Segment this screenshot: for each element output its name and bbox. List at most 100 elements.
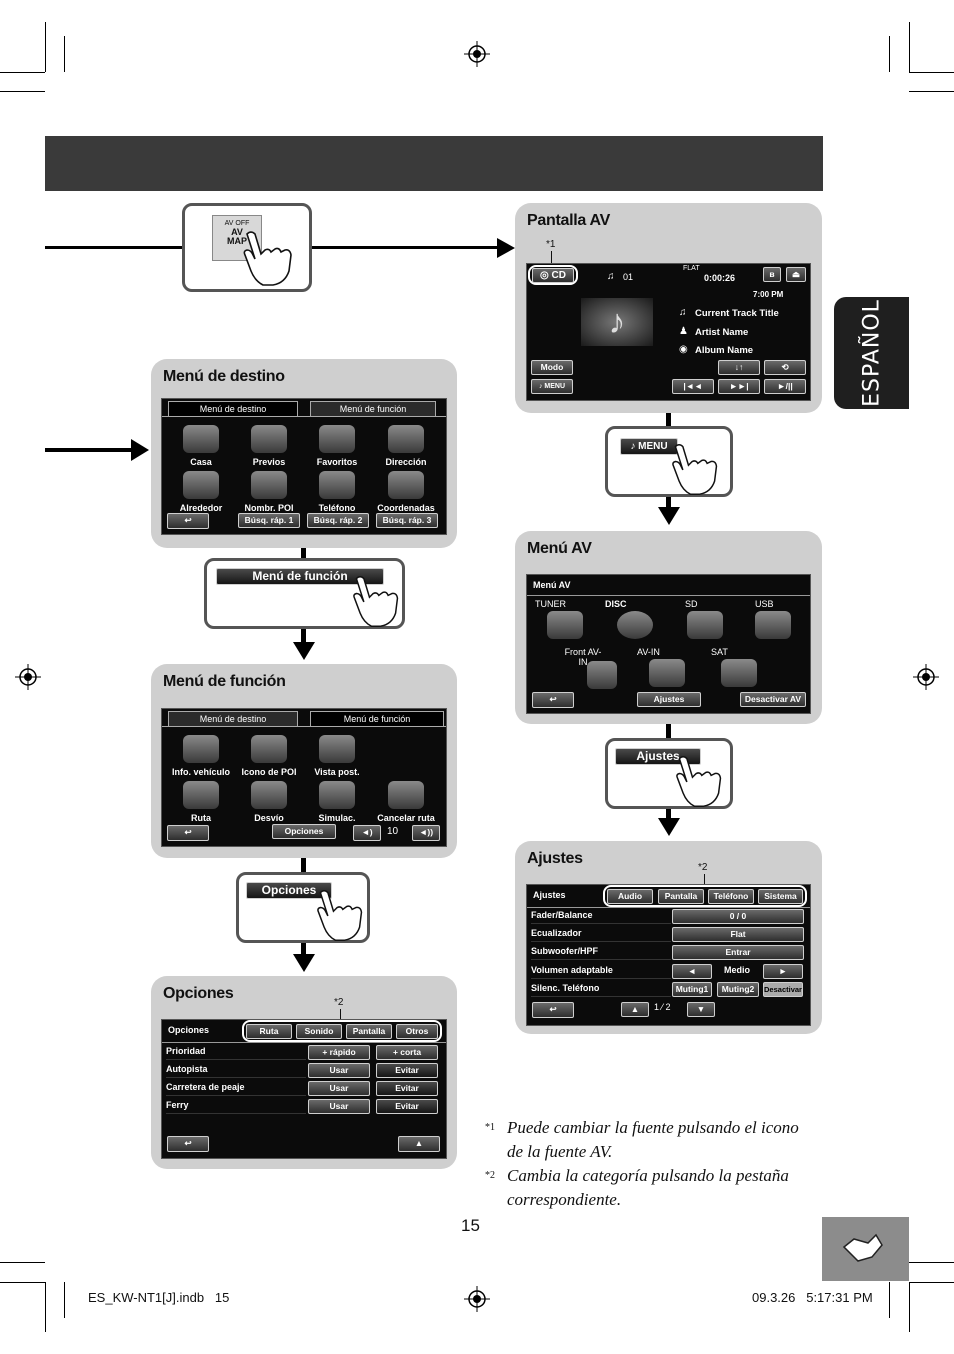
vista-post-icon[interactable]: Vista post. xyxy=(305,733,369,777)
usb-icon xyxy=(755,611,791,639)
tab-telefono[interactable]: Teléfono xyxy=(708,889,754,904)
page-up-button[interactable]: ▲ xyxy=(621,1002,649,1017)
peaje-usar-button[interactable]: Usar xyxy=(308,1081,370,1096)
desvio-icon[interactable]: Desvío xyxy=(237,779,301,823)
bluetooth-button[interactable]: ʙ xyxy=(763,267,781,282)
ecualizador-button[interactable]: Flat xyxy=(672,927,804,942)
disc-label: DISC xyxy=(605,599,627,609)
modo-button[interactable]: Modo xyxy=(531,360,573,375)
tab-menu-funcion[interactable]: Menú de función xyxy=(310,401,436,417)
funcion-panel: Menú de función Menú de destino Menú de … xyxy=(151,664,457,858)
tab-group-highlight xyxy=(242,1020,442,1042)
ruta-icon[interactable]: Ruta xyxy=(169,779,233,823)
mas-corta-button[interactable]: + corta xyxy=(376,1045,438,1060)
telefono-icon[interactable]: Teléfono xyxy=(305,469,369,513)
autopista-evitar-button[interactable]: Evitar xyxy=(376,1063,438,1078)
album-icon: ◉ xyxy=(679,344,688,355)
previos-icon[interactable]: Previos xyxy=(237,423,301,467)
menu-funcion-button[interactable]: Menú de función xyxy=(216,568,384,585)
front-av-in-source[interactable]: Front AV-IN xyxy=(561,647,625,691)
peaje-row: Carretera de peaje xyxy=(166,1079,306,1096)
av-off-label: AV OFF xyxy=(224,220,250,227)
simulation-icon xyxy=(319,781,355,809)
mas-rapido-button[interactable]: + rápido xyxy=(308,1045,370,1060)
favoritos-icon[interactable]: Favoritos xyxy=(305,423,369,467)
telefono-label: Teléfono xyxy=(318,503,356,513)
menu-button[interactable]: ♪ MENU xyxy=(620,438,678,455)
opciones-button[interactable]: Opciones xyxy=(272,824,336,839)
disc-source[interactable]: DISC xyxy=(603,599,667,643)
opciones-button[interactable]: Opciones xyxy=(246,882,332,899)
shuffle-button[interactable]: ↓↑ xyxy=(718,360,760,375)
tab-otros[interactable]: Otros xyxy=(396,1024,438,1039)
tab-group-highlight xyxy=(603,885,807,907)
next-button[interactable]: ►►| xyxy=(718,379,760,394)
back-button[interactable]: ↩ xyxy=(532,1002,574,1018)
nombr-poi-icon[interactable]: Nombr. POI xyxy=(237,469,301,513)
volumen-left-button[interactable]: ◄ xyxy=(672,964,712,979)
clock-display: 7:00 PM xyxy=(753,290,784,299)
tab-menu-funcion[interactable]: Menú de función xyxy=(310,711,444,727)
previous-button[interactable]: |◄◄ xyxy=(672,379,714,394)
crop-mark xyxy=(889,36,890,72)
av-in-source[interactable]: AV-IN xyxy=(635,647,699,691)
back-button[interactable]: ↩ xyxy=(167,825,209,841)
back-button[interactable]: ↩ xyxy=(167,1136,209,1152)
cancelar-ruta-icon[interactable]: Cancelar ruta xyxy=(374,779,438,823)
source-cd-button[interactable]: ◎ CD xyxy=(532,268,574,283)
tab-sistema[interactable]: Sistema xyxy=(758,889,803,904)
tab-pantalla[interactable]: Pantalla xyxy=(346,1024,392,1039)
direccion-icon[interactable]: Dirección xyxy=(374,423,438,467)
fader-balance-button[interactable]: 0 / 0 xyxy=(672,909,804,924)
alrededor-icon[interactable]: Alrededor xyxy=(169,469,233,513)
tab-menu-destino[interactable]: Menú de destino xyxy=(168,401,298,417)
casa-icon[interactable]: Casa xyxy=(169,423,233,467)
ferry-usar-button[interactable]: Usar xyxy=(308,1099,370,1114)
desactivar-button[interactable]: Desactivar xyxy=(763,982,803,997)
volume-down-button[interactable]: ◄) xyxy=(353,825,381,841)
ecualizador-row: Ecualizador xyxy=(531,925,671,942)
asterisk-note-2: *2 xyxy=(334,997,344,1008)
tuner-source[interactable]: TUNER xyxy=(533,599,597,643)
busq-rap-1-button[interactable]: Búsq. ráp. 1 xyxy=(238,513,300,528)
repeat-button[interactable]: ⟲ xyxy=(764,360,806,375)
crop-mark xyxy=(0,91,45,92)
usb-source[interactable]: USB xyxy=(741,599,805,643)
play-pause-button[interactable]: ►/|| xyxy=(764,379,806,394)
sd-source[interactable]: SD xyxy=(673,599,737,643)
ferry-evitar-button[interactable]: Evitar xyxy=(376,1099,438,1114)
muting1-button[interactable]: Muting1 xyxy=(672,982,712,997)
eject-button[interactable]: ⏏ xyxy=(786,267,806,282)
icono-poi-label: Icono de POI xyxy=(241,767,297,777)
busq-rap-3-button[interactable]: Búsq. ráp. 3 xyxy=(376,513,438,528)
autopista-usar-button[interactable]: Usar xyxy=(308,1063,370,1078)
eq-mode-tag: FLAT xyxy=(683,265,700,272)
tab-ruta[interactable]: Ruta xyxy=(246,1024,292,1039)
route-icon xyxy=(183,781,219,809)
subwoofer-button[interactable]: Entrar xyxy=(672,945,804,960)
volumen-right-button[interactable]: ► xyxy=(763,964,803,979)
ajustes-screen: Ajustes Audio Pantalla Teléfono Sistema … xyxy=(526,884,811,1026)
map-view-button[interactable]: ▲ xyxy=(398,1136,440,1152)
tab-sonido[interactable]: Sonido xyxy=(296,1024,342,1039)
tab-audio[interactable]: Audio xyxy=(607,889,653,904)
page-down-button[interactable]: ▼ xyxy=(687,1002,715,1017)
icono-poi-icon[interactable]: Icono de POI xyxy=(237,733,301,777)
camera-icon xyxy=(319,735,355,763)
simulac-icon[interactable]: Simulac. xyxy=(305,779,369,823)
info-vehiculo-icon[interactable]: Info. vehículo xyxy=(169,733,233,777)
menu-button[interactable]: ♪ MENU xyxy=(531,379,573,394)
busq-rap-2-button[interactable]: Búsq. ráp. 2 xyxy=(307,513,369,528)
tab-menu-destino[interactable]: Menú de destino xyxy=(168,711,298,727)
volume-up-button[interactable]: ◄)) xyxy=(412,825,440,841)
poi-icon xyxy=(183,471,219,499)
back-button[interactable]: ↩ xyxy=(167,513,209,529)
peaje-evitar-button[interactable]: Evitar xyxy=(376,1081,438,1096)
desactivar-av-button[interactable]: Desactivar AV xyxy=(740,692,806,707)
muting2-button[interactable]: Muting2 xyxy=(717,982,759,997)
back-button[interactable]: ↩ xyxy=(532,692,574,708)
ajustes-button[interactable]: Ajustes xyxy=(637,692,701,707)
coordenadas-icon[interactable]: Coordenadas xyxy=(374,469,438,513)
tab-pantalla[interactable]: Pantalla xyxy=(658,889,704,904)
sat-source[interactable]: SAT xyxy=(707,647,771,691)
